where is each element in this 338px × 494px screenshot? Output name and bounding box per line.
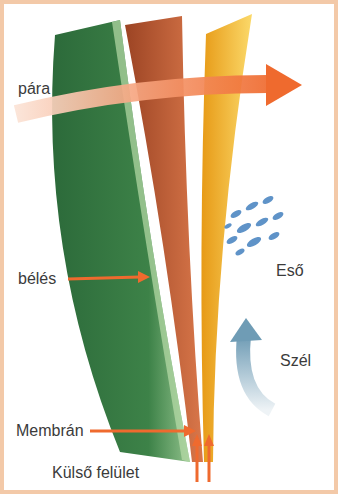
- vapour-label: pára: [18, 80, 50, 98]
- membrane-label: Membrán: [16, 422, 84, 440]
- vapour-arrowhead: [266, 64, 302, 106]
- vapour-arrow: [16, 84, 268, 114]
- rain-drops: [224, 194, 285, 256]
- wind-arrow: [243, 336, 272, 410]
- wind-arrowhead: [230, 318, 262, 342]
- outer-surface-label: Külső felület: [52, 464, 139, 482]
- wind-label: Szél: [280, 352, 311, 370]
- rain-label: Eső: [276, 262, 304, 280]
- lining-label: bélés: [18, 270, 56, 288]
- leader-arrows: [68, 271, 214, 482]
